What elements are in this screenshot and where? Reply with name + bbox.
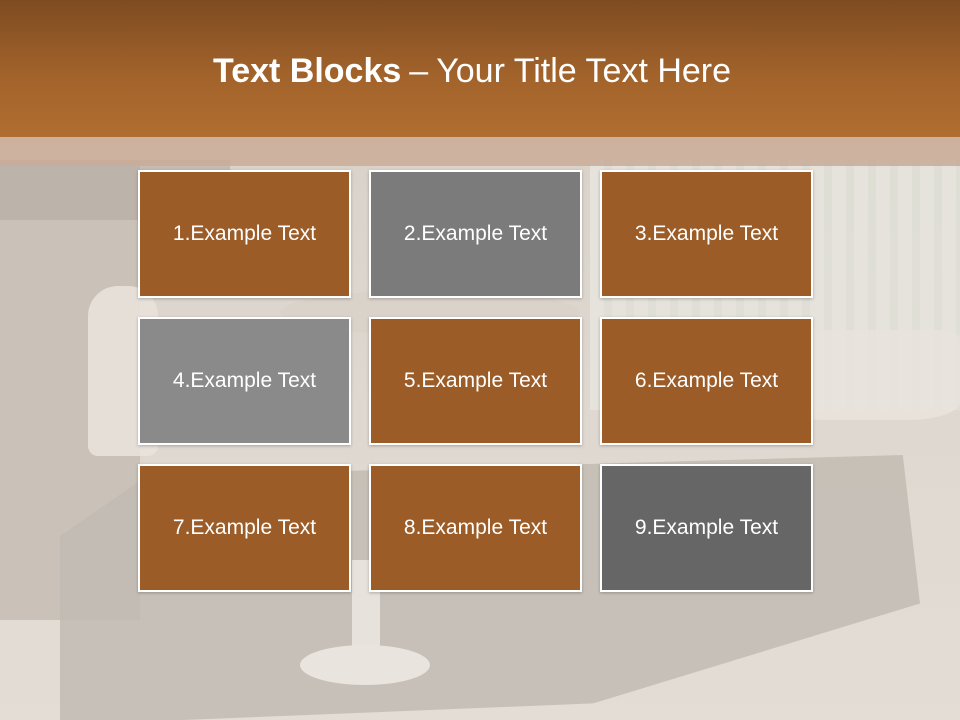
text-block-label: 5.Example Text: [403, 369, 548, 392]
text-block-label: 7.Example Text: [172, 516, 317, 539]
text-block-label: 9.Example Text: [634, 516, 779, 539]
text-block-label: 2.Example Text: [403, 222, 548, 245]
title-bar-strip: [0, 137, 960, 166]
text-block-label: 4.Example Text: [172, 369, 317, 392]
text-block-3[interactable]: 3.Example Text: [600, 170, 813, 298]
background-table-base: [300, 645, 430, 685]
text-block-9[interactable]: 9.Example Text: [600, 464, 813, 592]
text-block-label: 1.Example Text: [172, 222, 317, 245]
text-block-1[interactable]: 1.Example Text: [138, 170, 351, 298]
text-block-2[interactable]: 2.Example Text: [369, 170, 582, 298]
text-block-4[interactable]: 4.Example Text: [138, 317, 351, 445]
slide-title-bold: Text Blocks: [212, 52, 402, 90]
text-block-grid: 1.Example Text 2.Example Text 3.Example …: [138, 170, 816, 595]
title-bar: [0, 0, 960, 137]
slide-title-separator: –: [409, 52, 429, 90]
text-block-7[interactable]: 7.Example Text: [138, 464, 351, 592]
text-block-6[interactable]: 6.Example Text: [600, 317, 813, 445]
slide-title-rest: Your Title Text Here: [436, 52, 732, 90]
text-block-5[interactable]: 5.Example Text: [369, 317, 582, 445]
text-block-8[interactable]: 8.Example Text: [369, 464, 582, 592]
slide-title: Text Blocks–Your Title Text Here: [0, 52, 944, 91]
text-block-label: 3.Example Text: [634, 222, 779, 245]
text-block-label: 8.Example Text: [403, 516, 548, 539]
text-block-label: 6.Example Text: [634, 369, 779, 392]
